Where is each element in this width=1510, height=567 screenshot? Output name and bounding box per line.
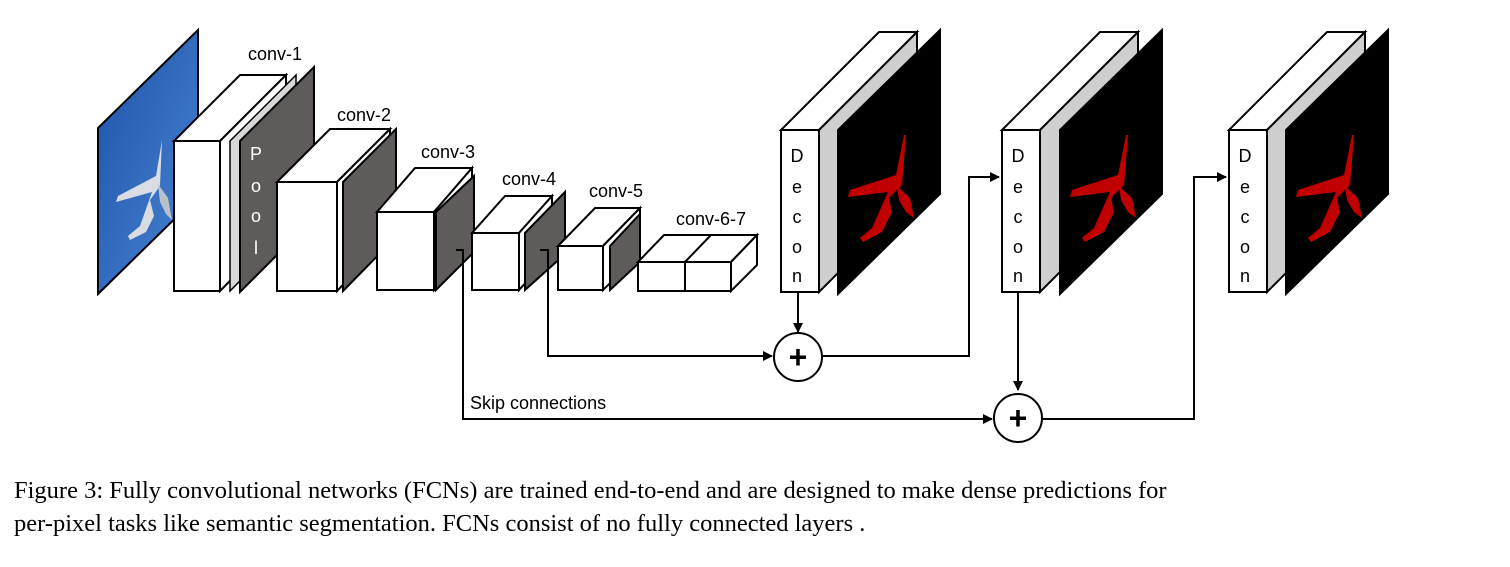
airplane-segmentation-icon <box>848 135 906 242</box>
decon-letter: o <box>1013 237 1023 257</box>
airplane-segmentation-icon <box>1070 135 1128 242</box>
airplane-icon <box>116 140 172 240</box>
figure-caption: Figure 3: Fully convolutional networks (… <box>14 474 1499 540</box>
decon-letter: D <box>791 146 804 166</box>
skip-connection-lines <box>456 172 1227 424</box>
pool-letter: o <box>251 206 261 226</box>
conv4-label: conv-4 <box>502 169 556 189</box>
caption-line-1: Figure 3: Fully convolutional networks (… <box>14 477 1167 504</box>
decon-letter: D <box>1012 146 1025 166</box>
fcn-architecture-diagram: P o o l conv-1 conv-2 conv-3 conv-4 conv… <box>97 27 1389 443</box>
pool-letter: P <box>250 144 262 164</box>
decon-letter: c <box>1241 207 1250 227</box>
conv67-label: conv-6-7 <box>676 209 746 229</box>
decon-letter: c <box>1014 207 1023 227</box>
conv2-label: conv-2 <box>337 105 391 125</box>
sum-node-2: + <box>993 393 1043 443</box>
caption-line-2: per-pixel tasks like semantic segmentati… <box>14 510 866 537</box>
decon-letter: c <box>793 207 802 227</box>
conv3-block <box>374 165 475 293</box>
decon-letter: o <box>1240 237 1250 257</box>
decon-letter: e <box>792 177 802 197</box>
conv5-block <box>555 205 643 293</box>
plus-icon: + <box>789 339 808 375</box>
decon-letter: n <box>1013 266 1023 286</box>
sum-node-1: + <box>773 332 823 382</box>
decon-letter: n <box>1240 266 1250 286</box>
plus-icon: + <box>1009 400 1028 436</box>
decon-letter: e <box>1240 177 1250 197</box>
conv1-label: conv-1 <box>248 44 302 64</box>
skip-connections-label: Skip connections <box>470 393 606 413</box>
decon-letter: D <box>1239 146 1252 166</box>
conv5-label: conv-5 <box>589 181 643 201</box>
airplane-segmentation-icon <box>1296 135 1354 242</box>
decon-letter: e <box>1013 177 1023 197</box>
conv67-block <box>635 232 760 294</box>
conv4-block <box>469 189 566 293</box>
pool-letter: l <box>254 238 258 258</box>
decon-letter: o <box>792 237 802 257</box>
conv3-label: conv-3 <box>421 142 475 162</box>
pool-letter: o <box>251 176 261 196</box>
decon-letter: n <box>792 266 802 286</box>
